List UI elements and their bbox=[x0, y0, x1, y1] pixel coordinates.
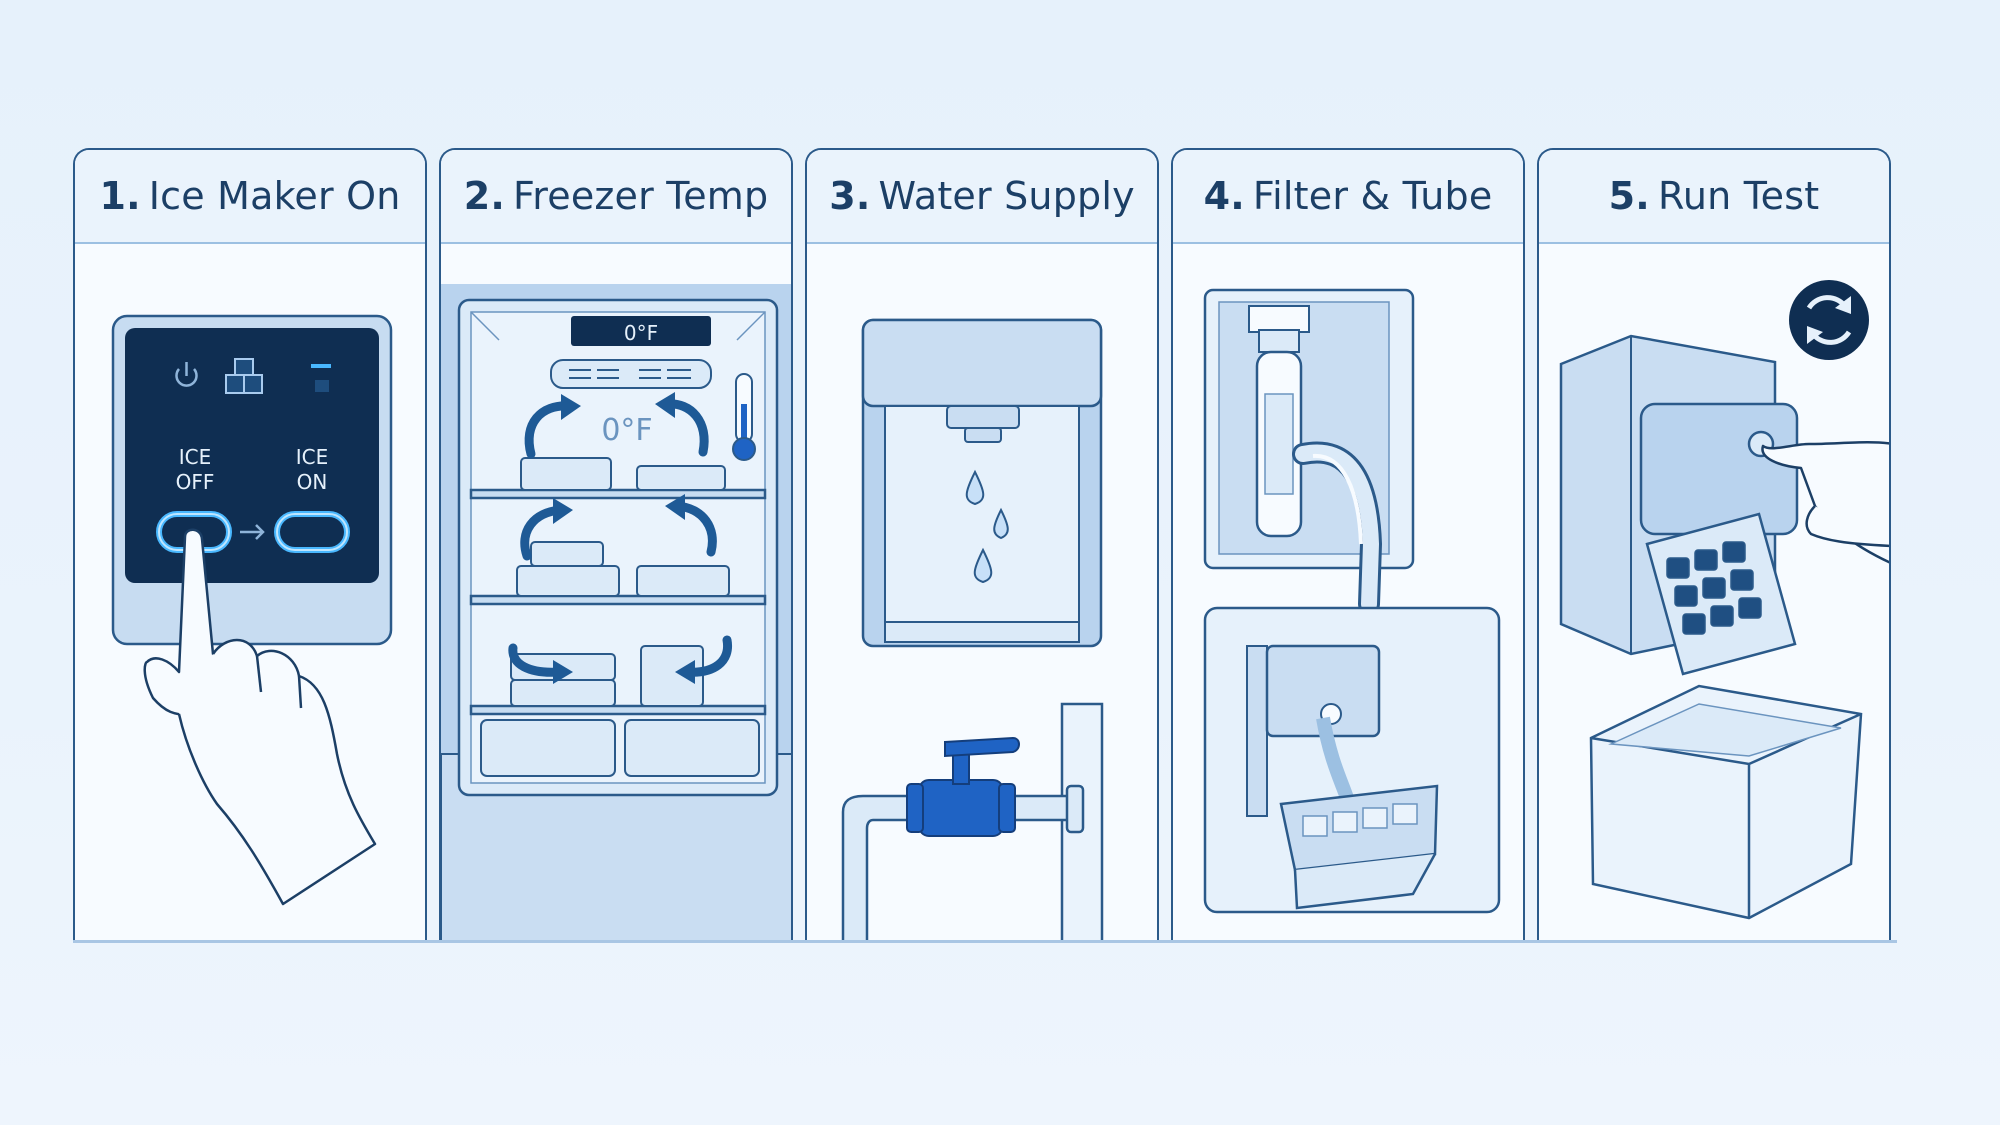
filter-tube-illustration bbox=[1173, 244, 1523, 940]
water-filter-icon bbox=[1248, 305, 1310, 538]
steps-strip: 1. Ice Maker On ICE OFF IC bbox=[73, 148, 1897, 942]
step-header-3: 3. Water Supply bbox=[807, 150, 1157, 244]
ice-on-button[interactable] bbox=[274, 511, 350, 553]
step-title: Freezer Temp bbox=[512, 174, 769, 218]
shelf bbox=[469, 594, 767, 606]
step-number: 4. bbox=[1203, 174, 1245, 218]
water-supply-illustration bbox=[807, 244, 1157, 940]
step-panel-1: 1. Ice Maker On ICE OFF IC bbox=[73, 148, 427, 940]
pointing-hand-icon bbox=[143, 528, 377, 906]
water-pipe bbox=[841, 784, 1085, 940]
ice-off-label-1: ICE bbox=[179, 445, 212, 469]
temp-display-text: 0°F bbox=[624, 321, 658, 345]
baseline-rule bbox=[73, 940, 1897, 943]
step-header-5: 5. Run Test bbox=[1539, 150, 1889, 244]
shelf bbox=[469, 704, 767, 716]
thermometer-icon bbox=[732, 373, 756, 461]
step-header-2: 2. Freezer Temp bbox=[441, 150, 791, 244]
indicator-light-off bbox=[315, 380, 329, 392]
step-title: Filter & Tube bbox=[1252, 174, 1493, 218]
ice-maker-illustration: ICE OFF ICE ON bbox=[75, 244, 425, 940]
shelf bbox=[469, 488, 767, 500]
step-title: Run Test bbox=[1657, 174, 1820, 218]
valve-icon[interactable] bbox=[906, 736, 1020, 837]
step-panel-2: 2. Freezer Temp 0°F bbox=[439, 148, 793, 940]
step-panel-5: 5. Run Test bbox=[1537, 148, 1891, 940]
freezer-illustration: 0°F 0°F bbox=[441, 244, 791, 940]
arrow-right-icon bbox=[240, 524, 265, 540]
pointing-hand-icon bbox=[1761, 440, 1889, 564]
step-title: Water Supply bbox=[878, 174, 1135, 218]
water-drop-icon bbox=[965, 469, 1009, 584]
step-number: 2. bbox=[463, 174, 505, 218]
step-panel-4: 4. Filter & Tube bbox=[1171, 148, 1525, 940]
run-test-illustration bbox=[1539, 244, 1889, 940]
water-tube bbox=[1292, 441, 1383, 615]
ice-off-label-2: OFF bbox=[176, 470, 215, 494]
ice-bucket bbox=[1589, 684, 1863, 920]
water-dispenser bbox=[861, 318, 1103, 648]
step-number: 1. bbox=[99, 174, 141, 218]
step-title: Ice Maker On bbox=[148, 174, 401, 218]
step-header-1: 1. Ice Maker On bbox=[75, 150, 425, 244]
ice-on-label-1: ICE bbox=[296, 445, 329, 469]
step-panel-3: 3. Water Supply bbox=[805, 148, 1159, 940]
ice-maker-unit bbox=[1559, 334, 1799, 676]
ice-on-label-2: ON bbox=[297, 470, 328, 494]
step-header-4: 4. Filter & Tube bbox=[1173, 150, 1523, 244]
step-number: 5. bbox=[1608, 174, 1650, 218]
ice-tray-icon bbox=[1246, 644, 1439, 910]
freezer-temp-label: 0°F bbox=[601, 413, 652, 448]
refresh-icon[interactable] bbox=[1789, 280, 1869, 360]
air-vent bbox=[550, 359, 712, 389]
ice-cubes-icon bbox=[225, 358, 263, 394]
indicator-light bbox=[311, 364, 331, 368]
power-icon bbox=[175, 362, 198, 387]
step-number: 3. bbox=[829, 174, 871, 218]
temp-display bbox=[571, 316, 711, 346]
